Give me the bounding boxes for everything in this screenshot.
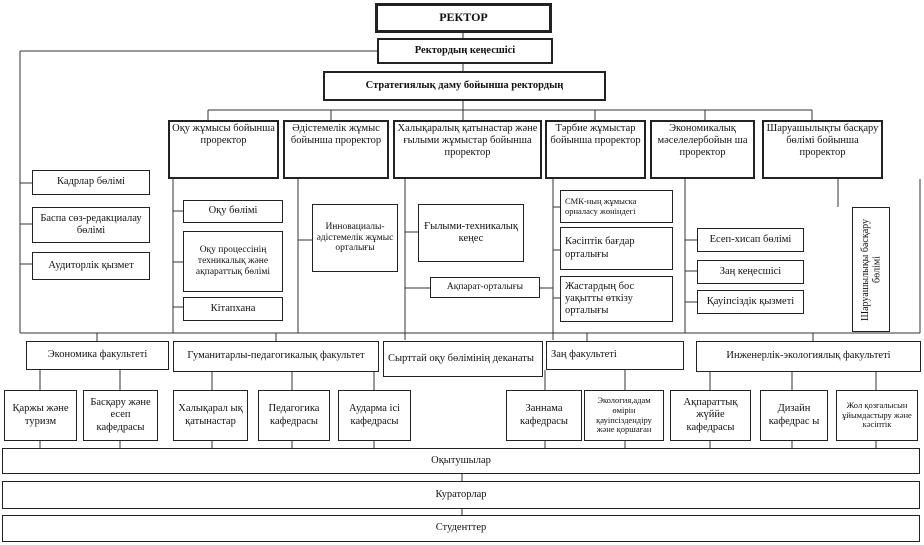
legal-advisor: Заң кеңесшісі bbox=[697, 260, 804, 284]
household-management-unit: Шаруашылықы басқару бөлімі bbox=[852, 207, 890, 332]
teachers-band: Оқытушылар bbox=[2, 448, 920, 474]
rector-box: РЕКТОР bbox=[375, 3, 552, 33]
faculty-humanitarian: Гуманитарлы-педагогикалық факультет bbox=[173, 341, 379, 372]
department-law: Заннама кафедрасы bbox=[506, 390, 582, 441]
department-management: Басқару және есеп кафедрасы bbox=[83, 390, 158, 441]
youth-leisure-center: Жастардың бос уақытты өткізу орталығы bbox=[560, 276, 673, 322]
prorector-methodical: Әдістемелік жұмыс бойынша проректор bbox=[283, 120, 389, 179]
accounting-department: Есеп-хисап бөлімі bbox=[697, 228, 804, 252]
career-guidance-center: Кәсіптік бағдар орталығы bbox=[560, 227, 673, 270]
council-box: Ректордың кеңесшісі bbox=[377, 38, 553, 64]
study-department: Оқу бөлімі bbox=[183, 200, 283, 223]
department-finance: Қаржы және туризм bbox=[4, 390, 77, 441]
faculty-law: Заң факультеті bbox=[546, 341, 684, 370]
department-international-relations: Халықарал ық қатынастар bbox=[173, 390, 248, 441]
prorector-upbringing: Тәрбие жұмыстар бойынша проректор bbox=[545, 120, 646, 179]
students-band: Студенттер bbox=[2, 515, 920, 542]
department-transport: Жол қозғалысын ұйымдастыру және кәсіптік bbox=[836, 390, 918, 441]
hr-department: Кадрлар бөлімі bbox=[32, 170, 150, 195]
curators-band: Кураторлар bbox=[2, 481, 920, 509]
prorector-household: Шаруашылықты басқару бөлімі бойынша прор… bbox=[762, 120, 883, 179]
info-center: Ақпарат-орталығы bbox=[430, 277, 540, 298]
prorector-academic: Оқу жұмысы бойынша проректор bbox=[168, 120, 279, 179]
strategy-box: Стратегиялық даму бойынша ректордың bbox=[323, 71, 606, 101]
technical-info-unit: Оқу процессінің техникалық және ақпаратт… bbox=[183, 231, 283, 292]
faculty-correspondence: Сырттай оқу бөлімінің деканаты bbox=[383, 341, 543, 377]
prorector-economic: Экономикалық мәселелербойын ша проректор bbox=[650, 120, 755, 179]
department-pedagogy: Педагогика кафедрасы bbox=[258, 390, 330, 441]
department-translation: Аударма ісі кафедрасы bbox=[338, 390, 411, 441]
department-ecology: Экология,адам өмірін қауіпсіздендіру жән… bbox=[584, 390, 664, 441]
faculty-economics: Экономика факультеті bbox=[26, 341, 169, 370]
faculty-engineering: Инженерлік-экологиялық факультеті bbox=[696, 341, 921, 372]
audit-service: Аудиторлік қызмет bbox=[32, 252, 150, 280]
department-information-systems: Ақпараттық жүййе кафедрасы bbox=[670, 390, 751, 441]
science-technical-council: Ғылыми-техникалық кеңес bbox=[418, 204, 524, 262]
security-service: Қауіпсіздік қызметі bbox=[697, 290, 804, 314]
innovation-center: Инновациалы-әдістемелік жұмыс орталығы bbox=[312, 204, 398, 272]
press-department: Баспа сөз-редакциалау бөлімі bbox=[32, 207, 150, 243]
library: Кітапхана bbox=[183, 297, 283, 321]
smk-employment-unit: СМК-ның жұмыска орналасу жөніндегі bbox=[560, 190, 673, 223]
prorector-international: Халықаралық қатынастар және ғылыми жұмыс… bbox=[393, 120, 542, 179]
department-design: Дизайн кафедрас ы bbox=[760, 390, 828, 441]
